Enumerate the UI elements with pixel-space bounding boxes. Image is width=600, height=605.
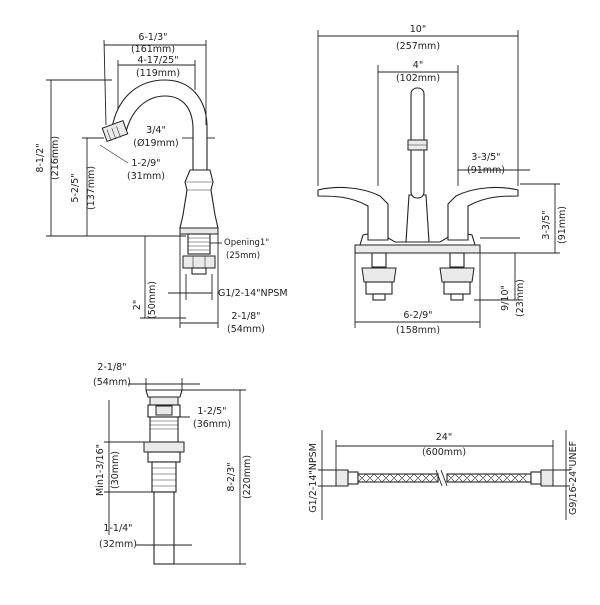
drain-cap [145,389,183,398]
drain-view: 2-1/8" (54mm) 1-2/5" (36mm) Min1-3/16" (… [93,362,253,565]
opening-mm-label: (25mm) [226,251,260,261]
left-tail [372,293,386,301]
front-width-label: 10" [410,24,426,35]
hose-length-mm-label: (600mm) [422,447,466,458]
shank-length-label: 2" [132,300,143,310]
spout-arc [111,79,208,171]
front-body [405,194,430,243]
hose-right-thread-label: G9/16-24"UNEF [568,441,579,515]
spout-reach-mm-label: (119mm) [136,68,180,79]
left-shank [371,252,387,268]
front-base-plate [354,244,481,254]
drain-tail-label: 1-1/4" [103,523,132,534]
left-washer [365,281,393,295]
drain-stopper [149,396,179,406]
supply-hose-view: 24" (600mm) G1/2-14"NPSM G9/16-24"UNEF [308,430,579,520]
spout-base [179,169,219,229]
faucet-front-view: 10" (257mm) 4" (102mm) 3-3/5" (91mm) 3-3… [317,24,568,336]
shank-length-mm-label: (50mm) [147,281,158,319]
drain-top-label: 2-1/8" [97,362,126,373]
spout-clearance-label: 5-2/5" [70,173,81,202]
aerator [101,120,129,142]
right-handle [447,187,519,241]
hose-right-nut [540,469,554,487]
spout-tail [191,267,207,275]
spout-side-view: 6-1/3" (161mm) 4-17/25" (119mm) 8-1/2" (… [35,32,288,335]
aerator-size-label: 1-2/9" [131,158,160,169]
drain-cap-label: 1-2/5" [197,406,226,417]
spout-reach-label: 4-17/25" [137,55,178,66]
spout-width-label: 6-1/3" [138,32,167,43]
drain-tail-mm-label: (32mm) [99,539,137,550]
spout-clearance-mm-label: (137mm) [86,166,97,210]
opening-label: Opening1" [224,238,269,248]
hose-right-segment [446,473,532,483]
front-width-mm-label: (257mm) [396,41,440,52]
spout-diameter-label: 3/4" [146,125,166,136]
spout-height-mm-label: (216mm) [50,136,61,180]
spout-base-width-label: 2-1/8" [231,311,260,322]
drain-cap-mm-label: (36mm) [193,419,231,430]
hose-length-label: 24" [436,432,452,443]
spout-nut [182,255,216,269]
base-height-label: 3-3/5" [541,210,552,239]
drain-tailpipe [153,491,175,565]
hose-left-thread-label: G1/2-14"NPSM [308,443,319,513]
drain-top-mm-label: (54mm) [93,377,131,388]
spout-width-mm-label: (161mm) [131,44,175,55]
spread-width-label: 6-2/9" [403,310,432,321]
aerator-size-mm-label: (31mm) [127,171,165,182]
base-height-mm-label: (91mm) [557,206,568,244]
spout-thread-label: G1/2-14"NPSM [218,288,288,299]
right-nut [439,267,475,283]
spout-height-label: 8-1/2" [35,143,46,172]
drain-washer [147,451,181,463]
spout-base-width-mm-label: (54mm) [227,324,265,335]
drain-min-label: Min1-3/16" [95,444,106,496]
shank-height-label: 9/10" [500,285,511,311]
spout-diameter-mm-label: (Ø19mm) [133,138,179,149]
hose-left-nut [335,469,349,487]
drain-length-label: 8-2/3" [226,462,237,491]
left-nut [361,267,397,283]
drain-nut [143,441,185,453]
shank-height-mm-label: (23mm) [515,279,526,317]
left-handle [317,187,389,241]
right-washer [443,281,471,295]
handle-height-mm-label: (91mm) [467,165,505,176]
drain-thread [151,461,177,493]
drain-min-mm-label: (30mm) [110,451,121,489]
drain-grate [155,405,173,416]
spout-gasket [179,227,219,235]
hose-left-ferrule [347,471,359,485]
front-center-mm-label: (102mm) [396,73,440,84]
handle-height-label: 3-3/5" [471,152,500,163]
spout-shank [187,233,211,255]
right-tail [450,293,464,301]
spread-width-mm-label: (158mm) [396,325,440,336]
right-shank [449,252,465,268]
drain-length-mm-label: (220mm) [242,455,253,499]
hose-right-ferrule [530,471,542,485]
front-center-label: 4" [413,60,423,71]
